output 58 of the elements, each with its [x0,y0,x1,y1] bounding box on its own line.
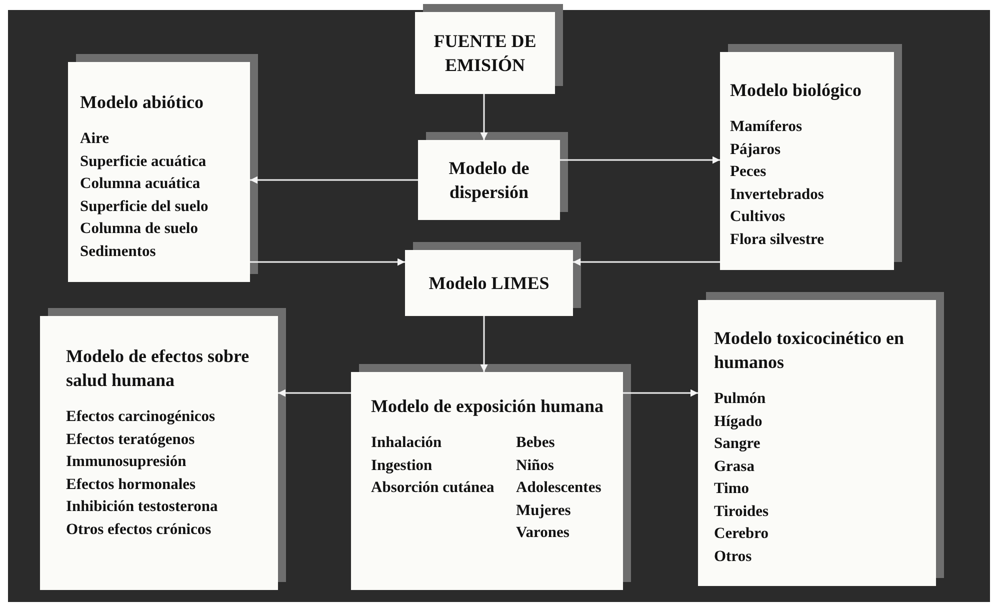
list-item: Peces [730,162,768,182]
model-box [418,140,560,220]
box-title: Modelo abiótico [80,91,204,114]
list-item: Hígado [714,412,764,432]
list-item: Cerebro [714,524,770,544]
model-box [415,12,555,94]
arrow [623,389,698,397]
list-item: Adolescentes [516,478,602,498]
model-box [405,250,573,316]
arrow [480,316,488,372]
list-item: Varones [516,523,570,543]
model-box [720,52,894,270]
list-item: Immunosupresión [66,452,188,472]
box-title: FUENTE DE EMISIÓN [432,30,538,77]
arrow [560,156,720,164]
list-item: Flora silvestre [730,230,825,250]
list-item: Efectos hormonales [66,474,197,494]
list-item: Inhalación [371,433,443,453]
list-item: Columna acuática [80,174,202,194]
list-item: Superficie del suelo [80,196,210,216]
list-item: Inhibición testosterona [66,497,219,517]
list-item: Efectos teratógenos [66,430,196,450]
model-box [351,372,623,590]
list-item: Niños [516,456,555,476]
list-item: Mujeres [516,500,572,520]
list-item: Cultivos [730,207,786,227]
box-title: Modelo toxicocinético en humanos [714,327,905,374]
list-item: Mamíferos [730,117,804,137]
box-title: Modelo LIMES [428,272,550,295]
model-box [40,316,278,590]
arrow [480,94,488,140]
list-item: Pájaros [730,140,782,160]
list-item: Superficie acuática [80,152,208,172]
list-item: Otros efectos crónicos [66,520,212,540]
box-title: Modelo de exposición humana [371,395,605,418]
list-item: Sangre [714,434,762,454]
list-item: Grasa [714,456,756,476]
list-item: Ingestion [371,456,434,476]
arrow [573,258,720,266]
list-item: Columna de suelo [80,219,199,239]
box-title: Modelo de dispersión [448,157,530,204]
model-box [68,62,250,282]
model-box [698,300,936,586]
list-item: Efectos carcinogénicos [66,407,216,427]
list-item: Pulmón [714,389,767,409]
list-item: Timo [714,479,750,499]
list-item: Bebes [516,433,556,453]
list-item: Otros [714,546,753,566]
list-item: Aire [80,129,110,149]
arrow [250,176,418,184]
list-item: Invertebrados [730,184,825,204]
arrow [278,389,351,397]
list-item: Tiroides [714,502,770,522]
list-item: Sedimentos [80,242,157,262]
box-title: Modelo biológico [730,79,862,102]
arrow [250,258,405,266]
list-item: Absorción cutánea [371,478,496,498]
box-title: Modelo de efectos sobre salud humana [66,345,250,392]
